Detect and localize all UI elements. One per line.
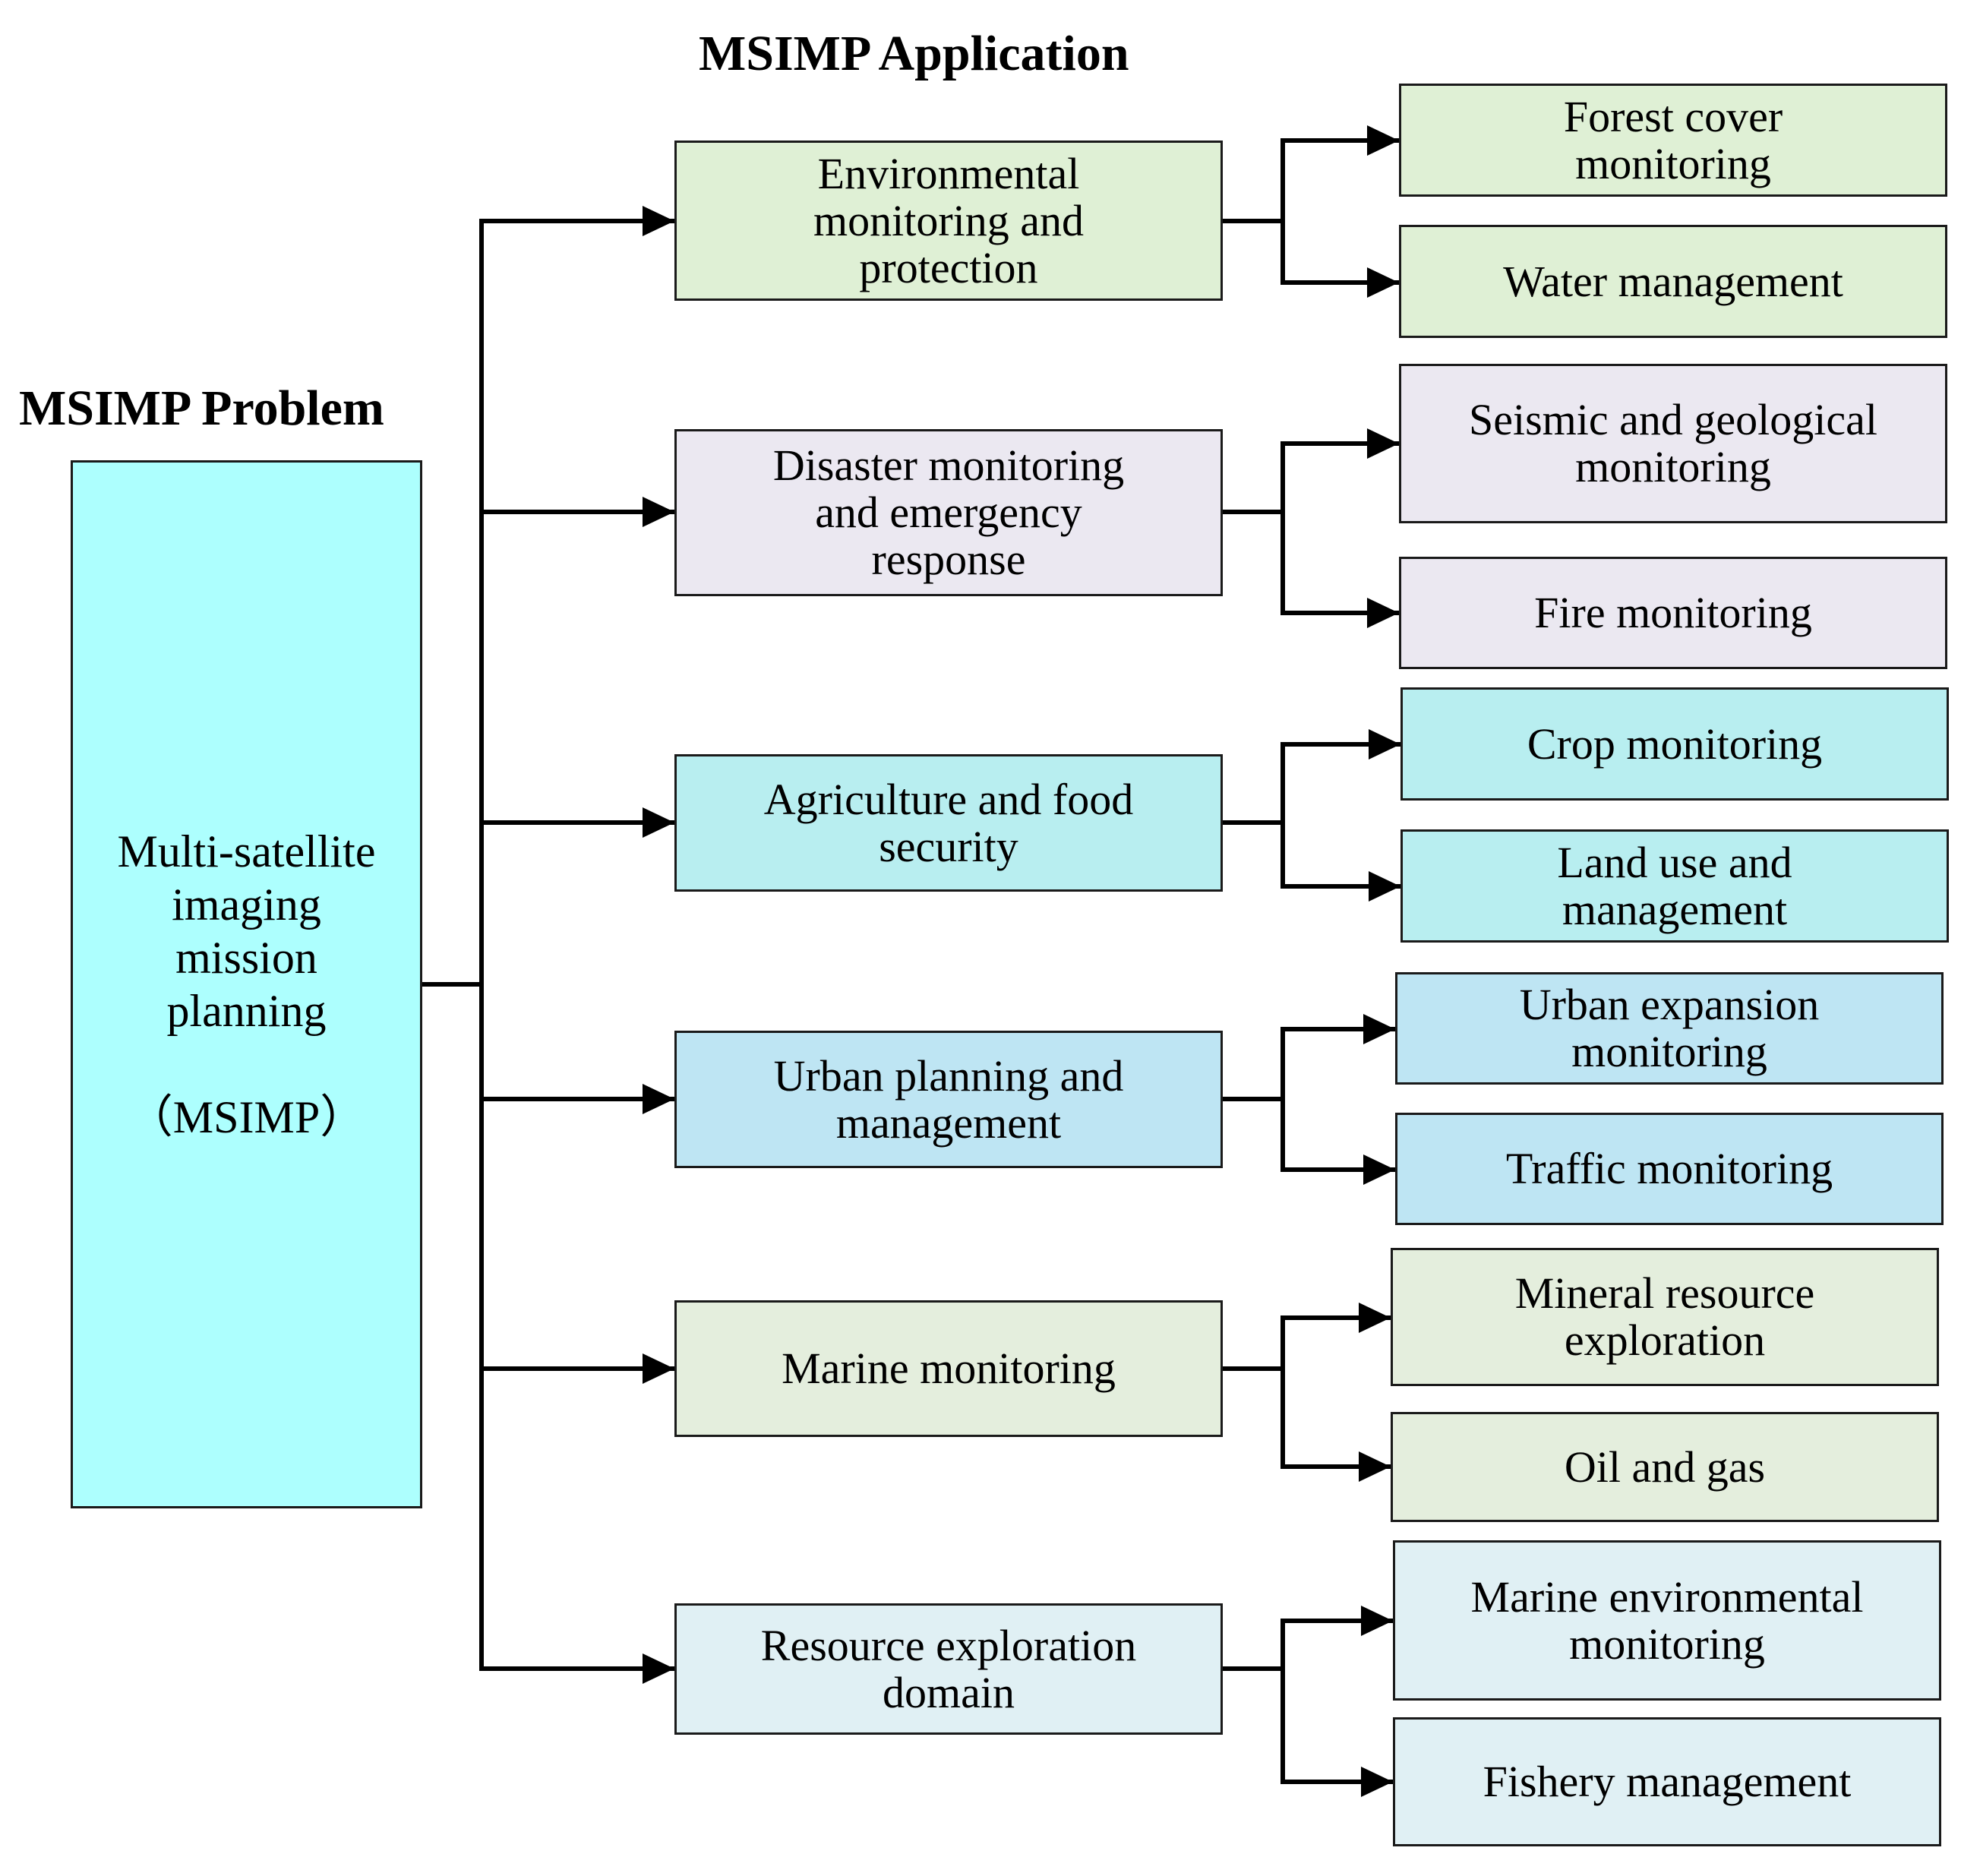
- root-line: imaging: [172, 880, 321, 930]
- box-line: Forest cover: [1563, 91, 1783, 141]
- sub-marine-environmental: Marine environmental monitoring: [1393, 1540, 1941, 1701]
- box-line: Urban expansion: [1519, 980, 1820, 1029]
- box-line: Urban planning and: [773, 1050, 1124, 1101]
- sub-crop-monitoring: Crop monitoring: [1400, 687, 1949, 801]
- box-line: monitoring and: [813, 195, 1084, 245]
- box-line: and emergency: [815, 488, 1082, 537]
- sub-traffic-monitoring: Traffic monitoring: [1395, 1113, 1944, 1225]
- box-line: monitoring: [1571, 1027, 1767, 1076]
- root-line: Multi-satellite: [117, 826, 376, 876]
- level1-arrows: [479, 219, 677, 1671]
- sub-land-use: Land use and management: [1400, 829, 1949, 943]
- sub-water-management: Water management: [1399, 225, 1947, 338]
- box-line: monitoring: [1575, 442, 1771, 491]
- box-line: protection: [859, 242, 1038, 292]
- box-line: Mineral resource: [1514, 1268, 1815, 1318]
- box-line: Traffic monitoring: [1505, 1144, 1833, 1193]
- box-line: exploration: [1564, 1315, 1766, 1365]
- box-line: management: [835, 1097, 1062, 1148]
- box-line: Disaster monitoring: [772, 441, 1125, 490]
- app-resource: Resource exploration domain: [674, 1603, 1223, 1735]
- sub-oil-gas: Oil and gas: [1391, 1412, 1939, 1522]
- app-marine: Marine monitoring: [674, 1300, 1223, 1437]
- box-line: Fishery management: [1483, 1757, 1852, 1806]
- box-line: domain: [883, 1667, 1015, 1717]
- box-line: response: [871, 535, 1026, 584]
- app-urban: Urban planning and management: [674, 1031, 1223, 1168]
- level2-forks: [1220, 138, 1285, 1784]
- box-line: Seismic and geological: [1469, 395, 1877, 444]
- box-line: Oil and gas: [1564, 1442, 1766, 1492]
- box-line: Marine monitoring: [782, 1344, 1116, 1393]
- box-line: management: [1562, 884, 1788, 934]
- box-line: Agriculture and food: [763, 774, 1134, 824]
- sub-mineral-resource: Mineral resource exploration: [1391, 1248, 1939, 1386]
- box-line: Fire monitoring: [1534, 588, 1812, 637]
- sub-urban-expansion: Urban expansion monitoring: [1395, 972, 1944, 1085]
- root-line: planning: [166, 986, 327, 1036]
- app-agriculture: Agriculture and food security: [674, 754, 1223, 892]
- sub-forest-cover: Forest cover monitoring: [1399, 84, 1947, 197]
- root-line: mission: [175, 933, 317, 983]
- box-line: Land use and: [1557, 837, 1792, 887]
- box-line: monitoring: [1575, 138, 1771, 188]
- arrowheads: [643, 125, 1400, 1797]
- box-line: security: [879, 821, 1018, 871]
- box-line: Water management: [1503, 256, 1843, 306]
- sub-seismic-geological: Seismic and geological monitoring: [1399, 364, 1947, 523]
- sub-fishery-management: Fishery management: [1393, 1717, 1941, 1846]
- problem-heading: MSIMP Problem: [19, 381, 384, 436]
- app-environmental: Environmental monitoring and protection: [674, 141, 1223, 301]
- app-disaster: Disaster monitoring and emergency respon…: [674, 429, 1223, 596]
- root-node-msimp: Multi-satellite imaging mission planning…: [71, 460, 422, 1508]
- sub-fire-monitoring: Fire monitoring: [1399, 557, 1947, 669]
- level2-arrows: [1280, 138, 1403, 1784]
- box-line: monitoring: [1569, 1619, 1765, 1669]
- root-abbreviation: （MSIMP）: [127, 1092, 366, 1142]
- application-heading: MSIMP Application: [699, 26, 1129, 81]
- box-line: Crop monitoring: [1527, 719, 1823, 769]
- box-line: Environmental: [817, 148, 1080, 198]
- box-line: Resource exploration: [760, 1620, 1137, 1670]
- box-line: Marine environmental: [1470, 1571, 1864, 1622]
